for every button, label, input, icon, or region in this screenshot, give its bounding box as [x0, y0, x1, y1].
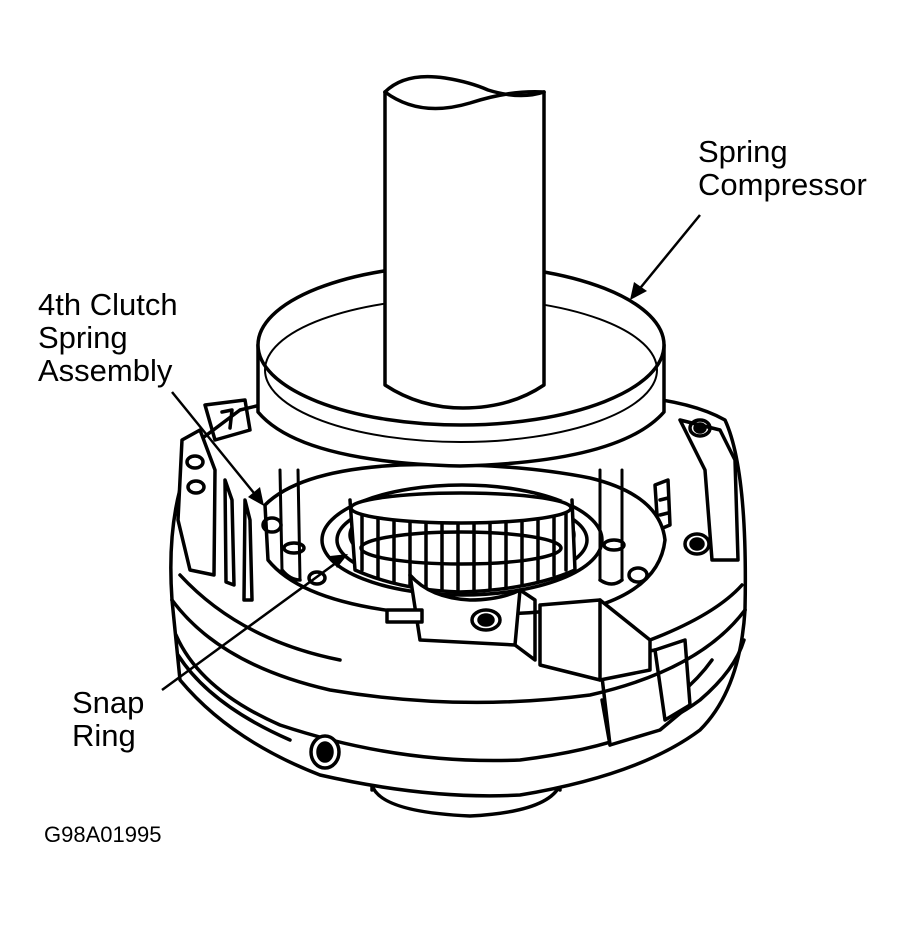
- snap-ring-arrow: [161, 554, 348, 692]
- spring-assembly-label-line: Assembly: [38, 353, 173, 388]
- spring-assembly-label-line: Spring: [38, 320, 128, 355]
- snap-ring-label-line: Ring: [72, 718, 136, 753]
- spring-compressor-arrow: [630, 214, 701, 300]
- compressor-shaft: [383, 74, 546, 410]
- spring-compressor-label-line: Spring: [698, 134, 788, 169]
- spring-compressor-label: Spring Compressor: [698, 135, 867, 201]
- spring-compressor-label-line: Compressor: [698, 167, 867, 202]
- snap-ring-label-line: Snap: [72, 685, 145, 720]
- spring-assembly-arrow: [171, 391, 264, 506]
- leader-lines: [161, 214, 701, 692]
- spring-assembly-label-line: 4th Clutch: [38, 287, 178, 322]
- snap-ring-label: Snap Ring: [72, 686, 144, 752]
- spring-assembly-label: 4th Clutch Spring Assembly: [38, 288, 178, 387]
- figure-id: G98A01995: [44, 822, 162, 847]
